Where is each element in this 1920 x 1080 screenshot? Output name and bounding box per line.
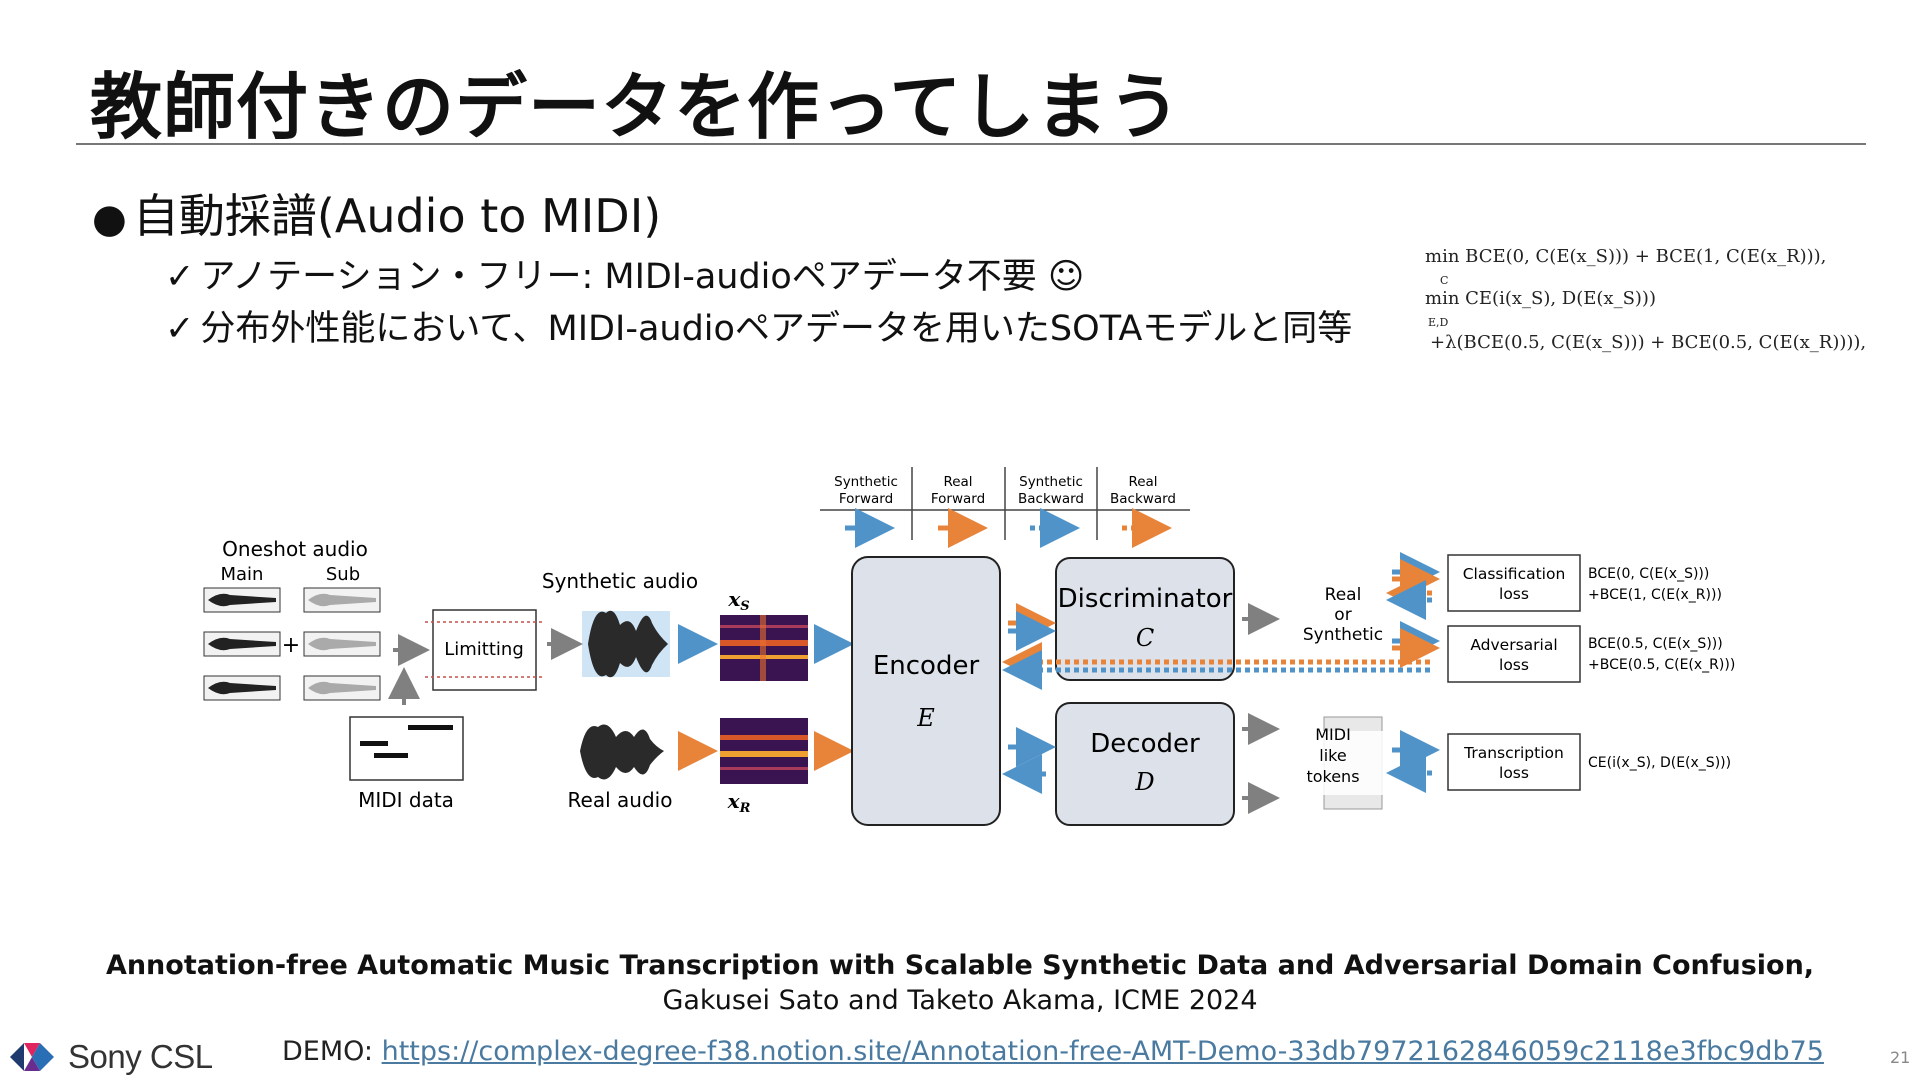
real-audio-label: Real audio [568, 788, 673, 812]
demo-label: DEMO: [282, 1036, 382, 1067]
synthetic-spectrogram [720, 615, 808, 681]
waveform-icon [308, 681, 376, 695]
discriminator-block [1055, 557, 1235, 681]
decoder-symbol: D [1134, 768, 1154, 796]
equation-line: min BCE(0, C(E(x_S))) + BCE(1, C(E(x_R))… [1425, 246, 1827, 267]
adversarial-loss-box [1447, 625, 1581, 683]
adversarial-formula-line1: BCE(0.5, C(E(x_S))) [1588, 636, 1723, 652]
encoder-label: Encoder [873, 651, 980, 681]
svg-text:like: like [1319, 746, 1346, 765]
waveform-icon [208, 681, 276, 695]
discriminator-symbol: C [1136, 624, 1154, 652]
decoder-label: Decoder [1090, 729, 1200, 759]
waveform-icon [208, 593, 276, 607]
check-item-text: 分布外性能において、MIDI-audioペアデータを用いたSOTAモデルと同等 [200, 309, 1353, 349]
midi-data-label: MIDI data [358, 788, 454, 812]
legend-real-forward-line1: Real [943, 474, 972, 490]
legend-synthetic-backward-line1: Synthetic [1019, 474, 1083, 490]
legend-real-backward-line2: Backward [1110, 491, 1176, 507]
legend: Synthetic Forward Real Forward Synthetic… [820, 467, 1190, 548]
encoder-block [851, 556, 1001, 826]
transcription-formula: CE(i(x_S), D(E(x_S))) [1588, 755, 1731, 771]
limitting-label: Limitting [444, 639, 524, 660]
main-label: Main [221, 564, 264, 585]
plus-sign: + [282, 633, 300, 658]
xs-symbol: xS [727, 587, 749, 614]
equation-line: min CE(i(x_S), D(E(x_S))) [1425, 288, 1656, 309]
architecture-diagram: Synthetic Forward Real Forward Synthetic… [203, 467, 1735, 826]
equation-subscript: E,D [1428, 316, 1449, 329]
bullet-dot-icon: ● [92, 196, 127, 242]
citation-title: Annotation-free Automatic Music Transcri… [105, 950, 1815, 981]
demo-link[interactable]: https://complex-degree-f38.notion.site/A… [381, 1036, 1824, 1067]
check-item: ✓分布外性能において、MIDI-audioペアデータを用いたSOTAモデルと同等 [165, 300, 1352, 351]
sony-csl-logo: Sony CSL [10, 1038, 213, 1076]
classification-loss-line1: Classification [1463, 565, 1566, 583]
legend-synthetic-forward-line1: Synthetic [834, 474, 898, 490]
discriminator-label: Discriminator [1058, 584, 1233, 614]
adversarial-formula-line2: +BCE(0.5, C(E(x_R))) [1588, 657, 1735, 673]
waveform-icon [208, 637, 276, 651]
logo-text: Sony CSL [68, 1038, 213, 1075]
legend-synthetic-backward-line2: Backward [1018, 491, 1084, 507]
main-bullet-text: 自動採譜(Audio to MIDI) [132, 189, 662, 243]
legend-synthetic-forward-line2: Forward [839, 491, 893, 507]
transcription-loss-box [1447, 733, 1581, 791]
encoder-symbol: E [916, 704, 935, 732]
real-audio-waveform [580, 724, 664, 780]
title-divider [76, 143, 1866, 145]
adversarial-loss-line1: Adversarial [1470, 636, 1557, 654]
legend-real-backward-line1: Real [1128, 474, 1157, 490]
sony-csl-logo-icon [10, 1043, 54, 1071]
checkmark-icon: ✓ [165, 309, 195, 349]
check-item-text: アノテーション・フリー: MIDI-audioペアデータ不要 ☺ [200, 257, 1085, 297]
classification-loss-line2: loss [1499, 585, 1529, 603]
xr-symbol: xR [727, 789, 751, 816]
svg-text:tokens: tokens [1306, 767, 1359, 786]
real-spectrogram [720, 718, 808, 784]
equation-line: +λ(BCE(0.5, C(E(x_S))) + BCE(0.5, C(E(x_… [1430, 332, 1867, 353]
demo-line: DEMO: https://complex-degree-f38.notion.… [282, 1036, 1824, 1067]
adversarial-loss-line2: loss [1499, 656, 1529, 674]
sub-label: Sub [326, 564, 360, 585]
check-item: ✓アノテーション・フリー: MIDI-audioペアデータ不要 ☺ [165, 248, 1084, 299]
classification-formula-line1: BCE(0, C(E(x_S))) [1588, 566, 1709, 582]
real-or-synthetic-line3: Synthetic [1303, 625, 1383, 645]
real-or-synthetic-line2: or [1334, 605, 1351, 625]
page-number: 21 [1890, 1048, 1911, 1067]
checkmark-icon: ✓ [165, 257, 195, 297]
legend-real-forward-line2: Forward [931, 491, 985, 507]
waveform-icon [308, 637, 376, 651]
transcription-loss-line2: loss [1499, 764, 1529, 782]
citation-authors: Gakusei Sato and Taketo Akama, ICME 2024 [662, 985, 1258, 1016]
classification-loss-box [1447, 554, 1581, 612]
real-or-synthetic-line1: Real [1325, 585, 1362, 605]
equation-subscript: C [1440, 274, 1449, 287]
waveform-icon [308, 593, 376, 607]
main-bullet: ●自動採譜(Audio to MIDI) [92, 180, 661, 246]
slide-title: 教師付きのデータを作ってしまう [90, 65, 1182, 149]
svg-text:MIDI: MIDI [1315, 725, 1351, 744]
midi-like-tokens: MIDI like tokens [1302, 716, 1402, 810]
synthetic-audio-label: Synthetic audio [542, 569, 698, 593]
oneshot-audio-label: Oneshot audio [222, 537, 368, 561]
classification-formula-line2: +BCE(1, C(E(x_R))) [1588, 587, 1722, 603]
oneshot-waveforms [203, 587, 381, 701]
transcription-loss-line1: Transcription [1463, 744, 1564, 762]
decoder-block [1055, 702, 1235, 826]
